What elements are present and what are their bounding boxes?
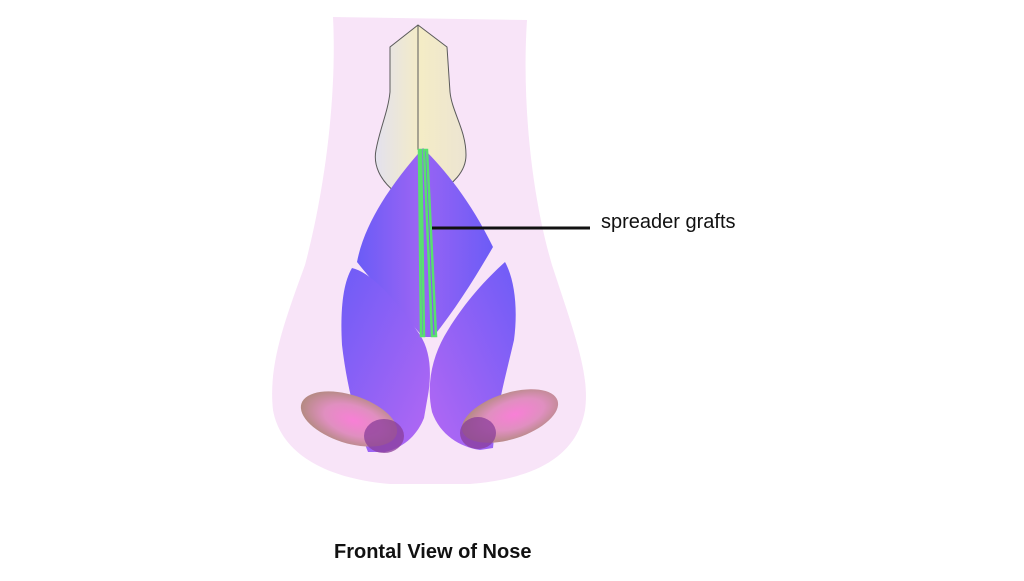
figure-caption: Frontal View of Nose bbox=[334, 541, 532, 563]
right-nostril-shadow bbox=[460, 417, 496, 449]
spreader-grafts-label: spreader grafts bbox=[601, 211, 736, 233]
upper-lateral-cartilage bbox=[357, 148, 493, 337]
spreader-graft-right bbox=[422, 148, 438, 338]
left-nostril-shadow bbox=[364, 419, 404, 453]
spreader-graft-left bbox=[417, 148, 426, 338]
